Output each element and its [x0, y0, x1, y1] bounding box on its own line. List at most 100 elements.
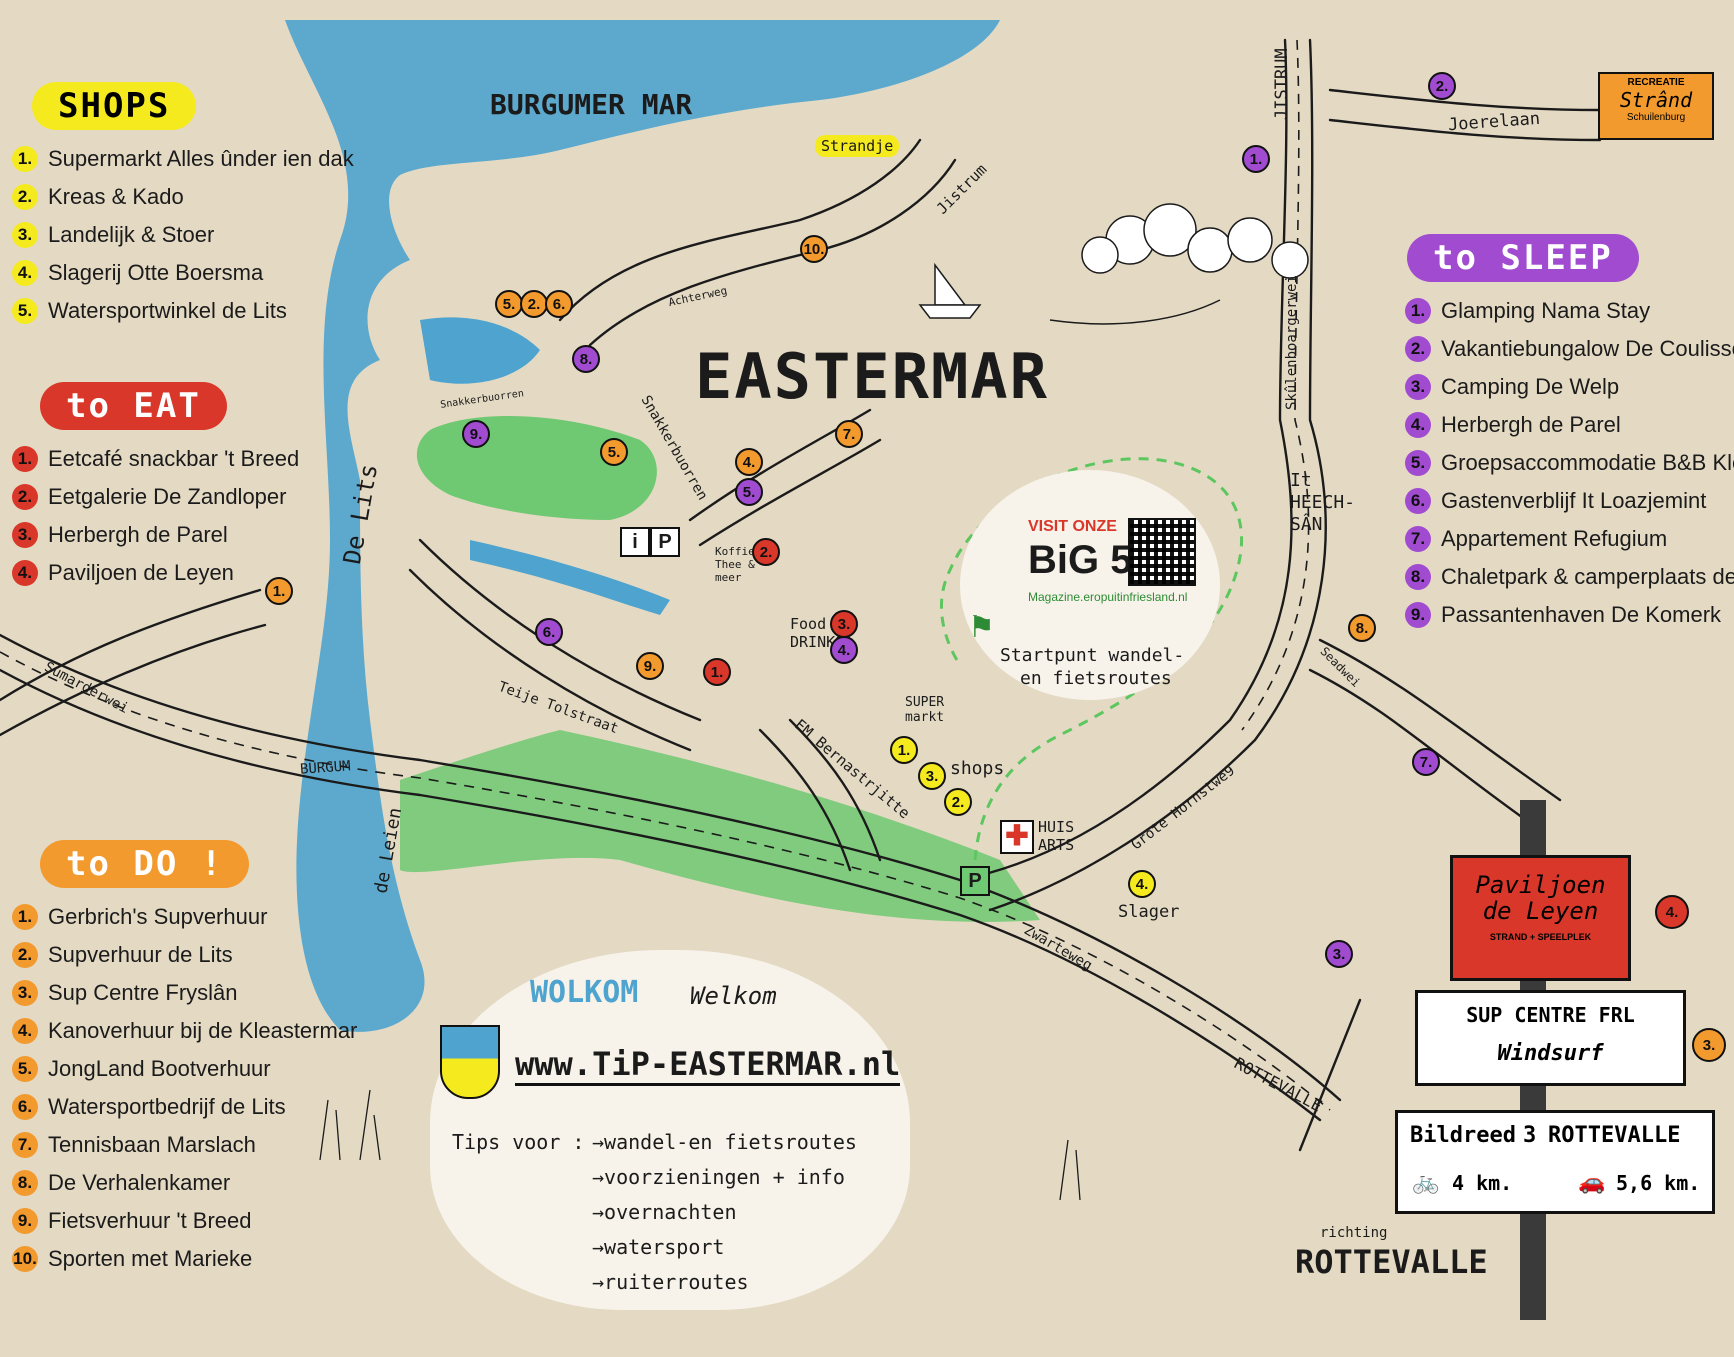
map-marker-sleep[interactable]: 8. [572, 345, 600, 373]
legend-sleep-item[interactable]: 4.Herbergh de Parel [1405, 406, 1734, 444]
legend-do-label: Gerbrich's Supverhuur [48, 904, 268, 929]
map-marker-sleep[interactable]: 3. [1325, 940, 1353, 968]
legend-shops-item[interactable]: 2.Kreas & Kado [12, 178, 354, 216]
parking-sign-main: P [960, 866, 990, 896]
legend-do-item[interactable]: 4.Kanoverhuur bij de Kleastermar [12, 1012, 357, 1050]
legend-eat-item[interactable]: 1.Eetcafé snackbar 't Breed [12, 440, 299, 478]
map-marker-do[interactable]: 6. [545, 290, 573, 318]
legend-do-number: 4. [12, 1018, 38, 1044]
legend-sleep-item[interactable]: 9.Passantenhaven De Komerk [1405, 596, 1734, 634]
map-marker-sleep[interactable]: 6. [535, 618, 563, 646]
huisarts-icon: ✚ [1000, 820, 1034, 854]
legend-sleep-label: Glamping Nama Stay [1441, 298, 1651, 323]
trees-sketch [918, 203, 1309, 325]
map-marker-eat[interactable]: 2. [752, 538, 780, 566]
legend-do-item[interactable]: 6.Watersportbedrijf de Lits [12, 1088, 357, 1126]
welkom-title: WOLKOM [530, 975, 639, 1010]
legend-eat-item[interactable]: 4.Paviljoen de Leyen [12, 554, 299, 592]
road-centerlines [0, 39, 1331, 1111]
legend-shops-item[interactable]: 3.Landelijk & Stoer [12, 216, 354, 254]
legend-sleep-item[interactable]: 6.Gastenverblijf It Loazjemint [1405, 482, 1734, 520]
legend-eat-item[interactable]: 2.Eetgalerie De Zandloper [12, 478, 299, 516]
big5-line2: BiG 5 [1028, 538, 1133, 582]
map-marker-do[interactable]: 4. [735, 448, 763, 476]
map-marker-sleep[interactable]: 9. [462, 420, 490, 448]
richting-big: ROTTEVALLE [1295, 1243, 1488, 1281]
legend-shops-item[interactable]: 4.Slagerij Otte Boersma [12, 254, 354, 292]
map-marker-eat[interactable]: 3. [830, 610, 858, 638]
startpunt-line2: en fietsroutes [1020, 668, 1172, 689]
legend-shops-item[interactable]: 5. Watersportwinkel de Lits [12, 292, 354, 330]
legend-eat-label: Herbergh de Parel [48, 522, 228, 547]
legend-shops-number: 2. [12, 184, 38, 210]
legend-eat-number: 2. [12, 484, 38, 510]
map-marker-eat[interactable]: 1. [703, 658, 731, 686]
legend-eat-item[interactable]: 3.Herbergh de Parel [12, 516, 299, 554]
legend-sleep-item[interactable]: 8.Chaletpark & camperplaats de Lits [1405, 558, 1734, 596]
legend-shops-number: 5. [12, 298, 38, 324]
sup-sign-marker[interactable]: 3. [1692, 1028, 1726, 1062]
map-marker-do[interactable]: 1. [265, 577, 293, 605]
eastermar-crest-icon [440, 1025, 500, 1099]
legend-shops-label: Watersportwinkel de Lits [48, 298, 287, 323]
map-marker-do[interactable]: 9. [636, 652, 664, 680]
map-marker-do[interactable]: 10. [800, 235, 828, 263]
map-marker-sleep[interactable]: 2. [1428, 72, 1456, 100]
legend-do-number: 5. [12, 1056, 38, 1082]
recreatie-sign: RECREATIE Strând Schuilenburg [1598, 72, 1714, 140]
legend-do-label: Tennisbaan Marslach [48, 1132, 256, 1157]
legend-shops-number: 1. [12, 146, 38, 172]
poi-shops-label: shops [950, 758, 1005, 779]
poi-supermarkt-label: SUPER markt [905, 695, 945, 725]
legend-sleep-title: to SLEEP [1407, 234, 1639, 282]
bildreed-label: Bildreed [1410, 1123, 1516, 1148]
legend-do-item[interactable]: 7. Tennisbaan Marslach [12, 1126, 357, 1164]
legend-shops-item[interactable]: 1.Supermarkt Alles ûnder ien dak [12, 140, 354, 178]
big5-qr-icon [1128, 518, 1196, 586]
parking-sign-center: P [650, 527, 680, 557]
map-marker-sleep[interactable]: 1. [1242, 145, 1270, 173]
legend-do-item[interactable]: 8.De Verhalenkamer [12, 1164, 357, 1202]
legend-do-item[interactable]: 3.Sup Centre Fryslân [12, 974, 357, 1012]
map-marker-shops[interactable]: 3. [918, 762, 946, 790]
legend-sleep-label: Appartement Refugium [1441, 526, 1668, 551]
map-marker-shops[interactable]: 4. [1128, 870, 1156, 898]
legend-do-number: 7. [12, 1132, 38, 1158]
legend-sleep-item[interactable]: 2.Vakantiebungalow De Coulissen [1405, 330, 1734, 368]
info-sign-center: i [620, 527, 650, 557]
legend-do-item[interactable]: 9.Fietsverhuur 't Breed [12, 1202, 357, 1240]
legend-sleep-label: Chaletpark & camperplaats de Lits [1441, 564, 1734, 589]
map-marker-do[interactable]: 7. [835, 420, 863, 448]
legend-do-item[interactable]: 1.Gerbrich's Supverhuur [12, 898, 357, 936]
legend-sleep-item[interactable]: 3.Camping De Welp [1405, 368, 1734, 406]
big5-url[interactable]: Magazine.eropuitinfriesland.nl [1028, 590, 1188, 604]
legend-do-item[interactable]: 5.JongLand Bootverhuur [12, 1050, 357, 1088]
legend-do-number: 8. [12, 1170, 38, 1196]
legend-do-number: 9. [12, 1208, 38, 1234]
legend-sleep-item[interactable]: 7.Appartement Refugium [1405, 520, 1734, 558]
map-marker-sleep[interactable]: 7. [1412, 748, 1440, 776]
map-marker-shops[interactable]: 1. [890, 736, 918, 764]
map-marker-shops[interactable]: 2. [944, 788, 972, 816]
legend-sleep-label: Herbergh de Parel [1441, 412, 1621, 437]
map-marker-do[interactable]: 5. [495, 290, 523, 318]
legend-do-number: 3. [12, 980, 38, 1006]
legend-do-item[interactable]: 2.Supverhuur de Lits [12, 936, 357, 974]
legend-do-number: 6. [12, 1094, 38, 1120]
town-title: EASTERMAR [695, 340, 1049, 413]
map-marker-do[interactable]: 2. [520, 290, 548, 318]
legend-sleep-item[interactable]: 5.Groepsaccommodatie B&B Kleaste [1405, 444, 1734, 482]
legend-sleep-item[interactable]: 1.Glamping Nama Stay [1405, 292, 1734, 330]
map-marker-sleep[interactable]: 4. [830, 636, 858, 664]
map-marker-do[interactable]: 8. [1348, 614, 1376, 642]
poi-slager-label: Slager [1118, 902, 1180, 922]
legend-eat-title: to EAT [40, 382, 227, 430]
welkom-url[interactable]: www.TiP-EASTERMAR.nl [515, 1045, 901, 1086]
legend-sleep-label: Gastenverblijf It Loazjemint [1441, 488, 1707, 513]
paviljoen-sign-marker[interactable]: 4. [1655, 895, 1689, 929]
map-marker-sleep[interactable]: 5. [735, 478, 763, 506]
map-marker-do[interactable]: 5. [600, 438, 628, 466]
legend-do-item[interactable]: 10.Sporten met Marieke [12, 1240, 357, 1278]
tips-item-4: →ruiterroutes [592, 1270, 749, 1294]
